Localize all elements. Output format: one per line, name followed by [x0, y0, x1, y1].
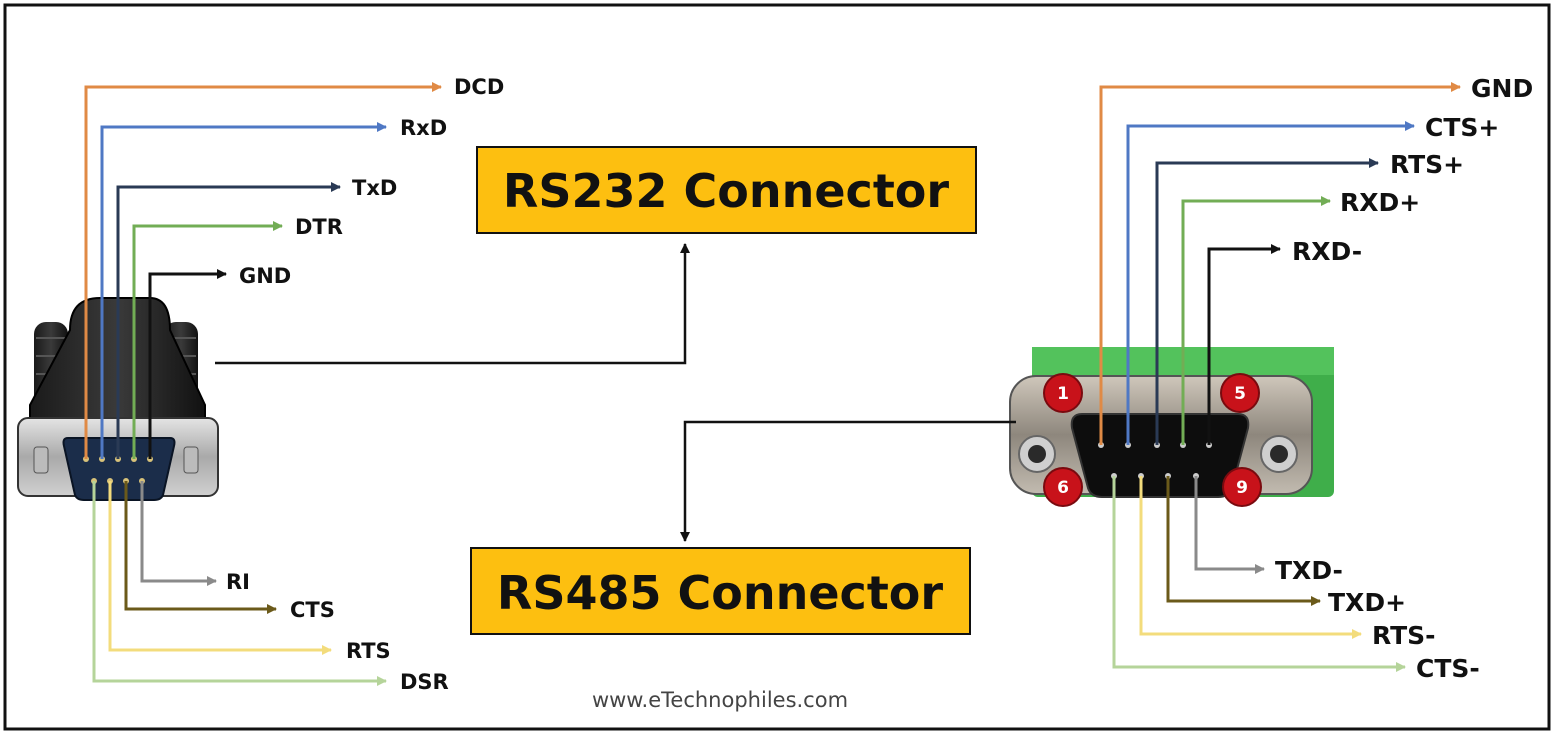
pin-number-5-marker: 5 [1220, 373, 1260, 413]
watermark-text: www.eTechnophiles.com [592, 688, 848, 712]
pin-number-6: 6 [1057, 478, 1069, 498]
pin-number-9-marker: 9 [1222, 467, 1262, 507]
rs232-top-wires [84, 82, 442, 459]
rs485-bottom-wires [1112, 476, 1406, 672]
rs485-label-rxd-plus: RXD+ [1340, 188, 1420, 217]
rs232-label-dsr: DSR [400, 670, 449, 694]
wire-rs485-rxd-minus [1207, 244, 1281, 445]
wire-rs485-txd-minus [1194, 476, 1265, 574]
wire-rxd [100, 122, 387, 459]
rs232-label-gnd: GND [239, 264, 291, 288]
rs232-label-dcd: DCD [454, 75, 504, 99]
rs485-label-rts-plus: RTS+ [1390, 150, 1464, 179]
rs485-top-wires [1099, 82, 1461, 445]
pin-number-5: 5 [1234, 384, 1246, 404]
rs485-title: RS485 Connector [497, 566, 944, 620]
rs232-label-dtr: DTR [295, 215, 343, 239]
rs485-label-cts-plus: CTS+ [1425, 113, 1499, 142]
pin-number-1: 1 [1057, 384, 1069, 404]
pin-number-1-marker: 1 [1043, 373, 1083, 413]
wire-gnd [148, 269, 227, 459]
wire-dcd [84, 82, 442, 459]
wire-txd [116, 182, 341, 459]
wire-rts [108, 481, 332, 655]
wire-rs485-rts-minus [1139, 476, 1362, 639]
rs232-label-rts: RTS [346, 639, 391, 663]
wire-cts [124, 481, 277, 614]
wire-rs485-rts-plus [1155, 158, 1379, 445]
rs485-label-txd-minus: TXD- [1275, 556, 1343, 585]
wire-rs485-gnd [1099, 82, 1461, 445]
rs485-label-txd-plus: TXD+ [1328, 588, 1406, 617]
rs232-label-txd: TxD [352, 176, 397, 200]
rs485-label-rxd-minus: RXD- [1292, 237, 1362, 266]
rs232-label-cts: CTS [290, 598, 335, 622]
rs232-pointer-arrow [215, 243, 690, 365]
rs232-label-ri: RI [226, 570, 250, 594]
outer-frame [3, 3, 1551, 731]
rs232-bottom-wires [92, 481, 387, 686]
pin-number-9: 9 [1236, 478, 1248, 498]
pin-number-6-marker: 6 [1043, 467, 1083, 507]
rs232-title: RS232 Connector [503, 164, 950, 218]
rs485-label-rts-minus: RTS- [1372, 621, 1436, 650]
wire-ri [140, 481, 217, 586]
wire-rs485-txd-plus [1166, 476, 1321, 606]
wire-dsr [92, 481, 387, 686]
wire-dtr [132, 221, 283, 459]
wire-rs485-rxd-plus [1181, 196, 1331, 445]
rs485-label-cts-minus: CTS- [1416, 654, 1480, 683]
rs232-label-rxd: RxD [400, 116, 447, 140]
wire-rs485-cts-minus [1112, 476, 1406, 672]
rs232-title-box: RS232 Connector [476, 146, 977, 234]
rs485-pointer-arrow [680, 420, 1016, 542]
rs485-title-box: RS485 Connector [470, 547, 971, 635]
wire-rs485-cts-plus [1126, 121, 1415, 445]
rs485-label-gnd: GND [1471, 74, 1533, 103]
